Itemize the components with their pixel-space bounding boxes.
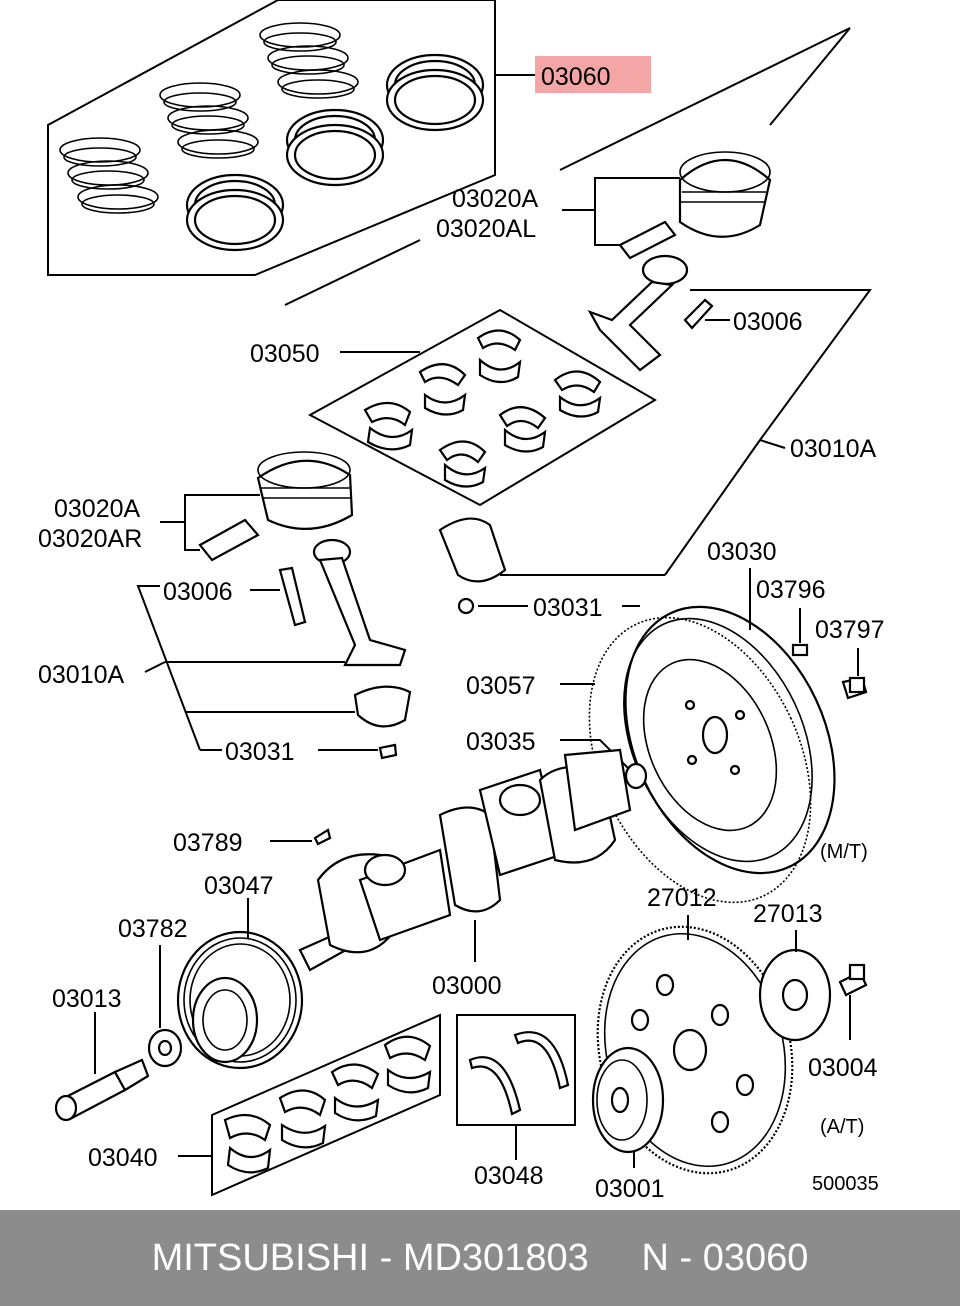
callout-03782[interactable]: 03782 [118, 915, 188, 943]
callout-03060[interactable]: 03060 [541, 63, 611, 91]
callout-03797[interactable]: 03797 [815, 616, 885, 644]
piston-upper[interactable] [618, 151, 772, 260]
drive-plate-bolt[interactable] [838, 963, 868, 997]
callout-03000[interactable]: 03000 [432, 972, 502, 1000]
callout-03006-left[interactable]: 03006 [163, 578, 233, 606]
callout-03020a-left[interactable]: 03020A [54, 495, 141, 523]
callout-03031-left[interactable]: 03031 [225, 738, 295, 766]
flywheel-bolt-mt[interactable] [841, 676, 868, 700]
callout-03006-right[interactable]: 03006 [733, 308, 803, 336]
crankshaft[interactable] [298, 748, 632, 972]
washer[interactable] [147, 1028, 183, 1068]
rod-cap-upper[interactable] [438, 517, 507, 615]
footer-ref: N - 03060 [641, 1236, 809, 1279]
callout-03030[interactable]: 03030 [707, 538, 777, 566]
callout-03035[interactable]: 03035 [466, 728, 536, 756]
footer-bar: MITSUBISHI - MD301803 N - 03060 [0, 1210, 960, 1306]
callout-03047[interactable]: 03047 [204, 872, 274, 900]
woodruff-key[interactable] [313, 828, 332, 846]
callout-03040[interactable]: 03040 [88, 1144, 158, 1172]
footer-spacer [589, 1237, 642, 1280]
callout-03057[interactable]: 03057 [466, 672, 536, 700]
transmission-at: (A/T) [820, 1116, 864, 1138]
piston-ring-set[interactable] [47, 0, 496, 276]
callout-03020a-top[interactable]: 03020A [452, 185, 539, 213]
callout-03048[interactable]: 03048 [474, 1162, 544, 1190]
main-bearing-set[interactable] [211, 1013, 441, 1197]
callout-03010a-left[interactable]: 03010A [38, 661, 125, 689]
connecting-rod-lower[interactable] [278, 538, 412, 760]
exploded-parts-diagram: 03060 03020A 03020AL 03006 03010A [38, 0, 885, 1203]
connecting-rod-upper[interactable] [587, 254, 714, 372]
crankshaft-adapter[interactable] [591, 1046, 665, 1154]
callout-03001[interactable]: 03001 [595, 1175, 665, 1203]
piston-lower[interactable] [198, 451, 354, 562]
callout-03004[interactable]: 03004 [808, 1054, 878, 1082]
drive-plate-at[interactable] [571, 905, 819, 1196]
callout-03050[interactable]: 03050 [250, 340, 320, 368]
crankshaft-pulley[interactable] [176, 930, 304, 1070]
dowel-pin[interactable] [791, 643, 809, 657]
callout-03789[interactable]: 03789 [173, 829, 243, 857]
callout-03010a-right[interactable]: 03010A [790, 435, 877, 463]
footer-separator: - [369, 1236, 403, 1279]
callout-highlight [535, 56, 651, 93]
callout-03796[interactable]: 03796 [756, 576, 826, 604]
callout-03020ar[interactable]: 03020AR [38, 525, 142, 553]
footer-part-number: MD301803 [402, 1236, 589, 1279]
callout-27013[interactable]: 27013 [753, 900, 823, 928]
callout-03031-right[interactable]: 03031 [533, 594, 603, 622]
bearing-set[interactable] [307, 308, 657, 507]
pulley-bolt[interactable] [54, 1058, 150, 1122]
pilot-bushing[interactable] [624, 762, 648, 790]
transmission-mt: (M/T) [820, 841, 868, 863]
drawing-number: 500035 [812, 1173, 879, 1195]
callout-03013[interactable]: 03013 [52, 985, 122, 1013]
callout-27012[interactable]: 27012 [647, 884, 717, 912]
adapter-plate[interactable] [758, 948, 832, 1042]
callout-03020al[interactable]: 03020AL [436, 215, 536, 243]
thrust-bearing-set[interactable] [456, 1014, 576, 1126]
footer-brand: MITSUBISHI [151, 1236, 370, 1279]
